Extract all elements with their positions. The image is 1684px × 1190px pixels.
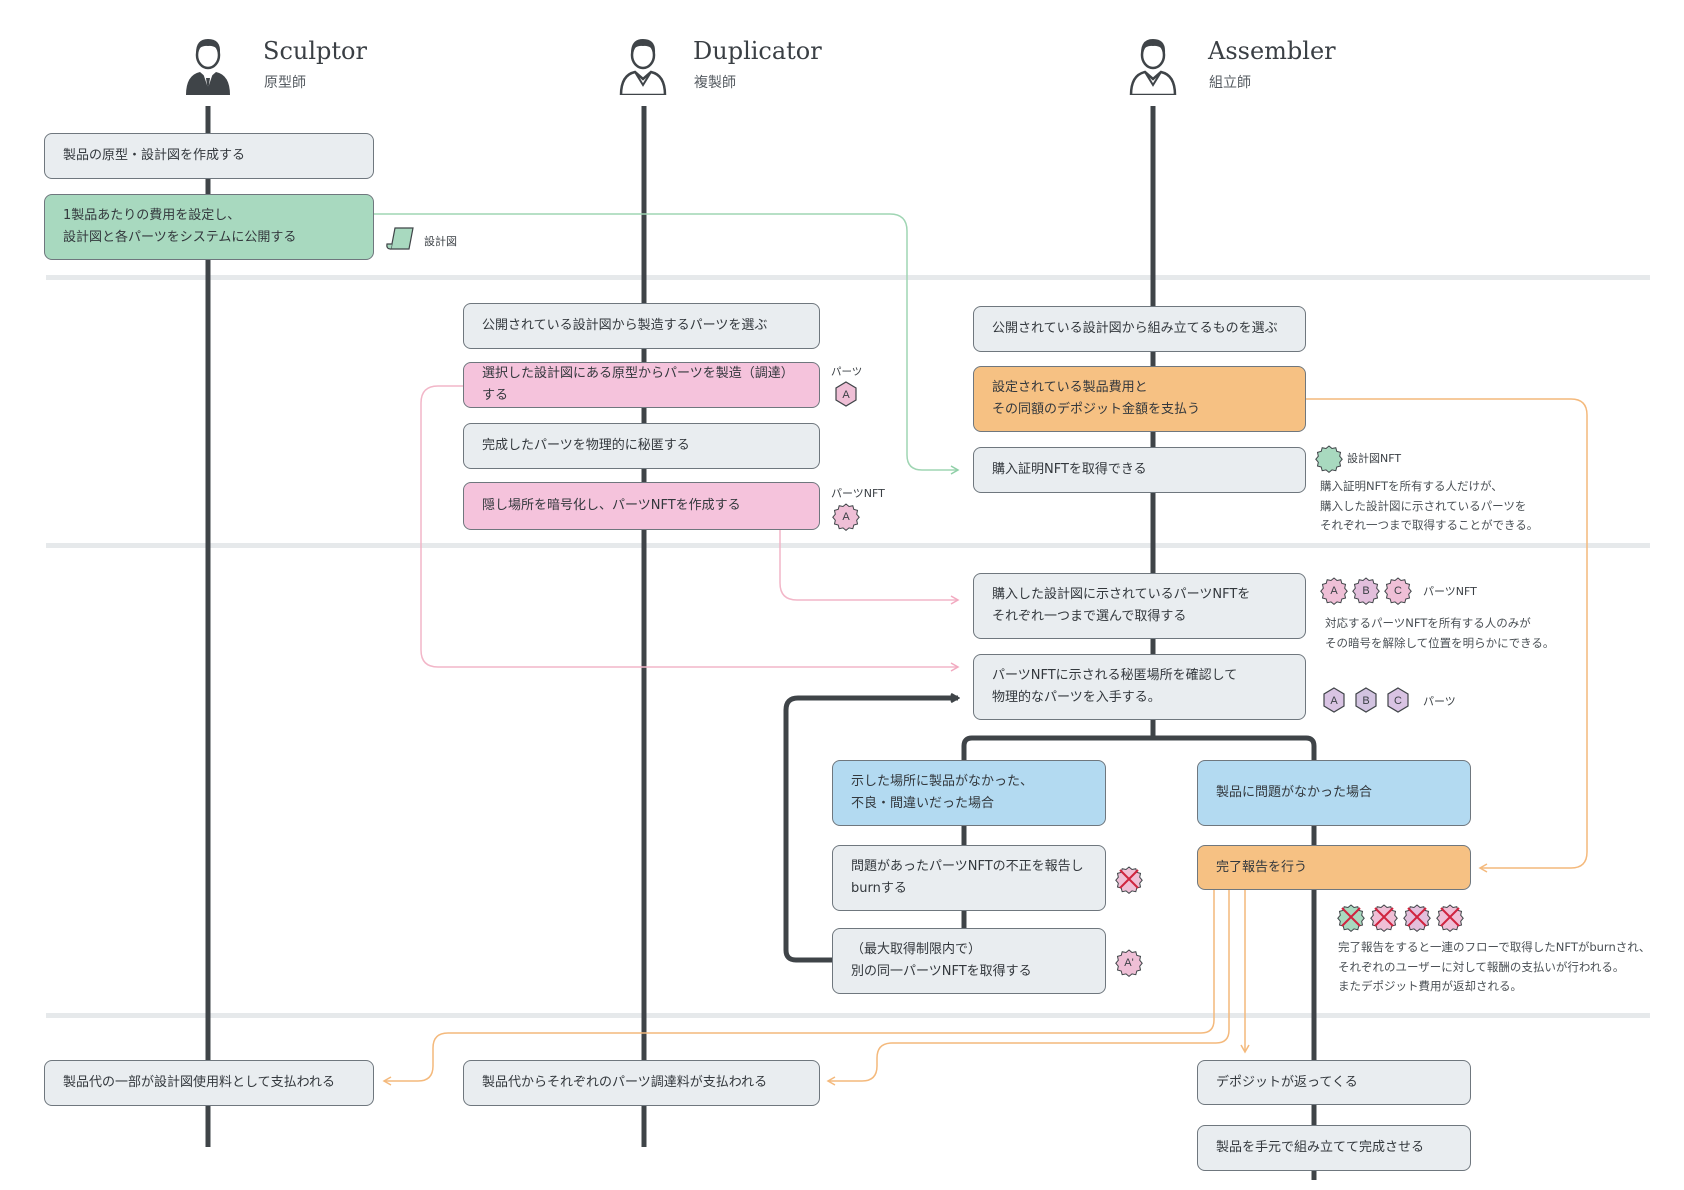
actor-sub-assembler: 組立師 <box>1209 75 1251 91</box>
step-choose-parts: 公開されている設計図から製造するパーツを選ぶ <box>463 303 820 349</box>
step-hide-parts: 完成したパーツを物理的に秘匿する <box>463 423 820 469</box>
note-parts-nft: 対応するパーツNFTを所有する人のみが その暗号を解除して位置を明らかにできる。 <box>1325 616 1555 650</box>
note-completion: 完了報告をすると一連のフローで取得したNFTがburnされ、 それぞれのユーザー… <box>1338 940 1651 993</box>
duplicator-avatar-icon <box>619 39 667 95</box>
assembler-avatar-icon <box>1129 39 1177 95</box>
step-get-parts-nft: 購入した設計図に示されているパーツNFTを それぞれ一つまで選んで取得する <box>973 573 1306 639</box>
step-manufacture-parts: 選択した設計図にある原型からパーツを製造（調達）する <box>463 362 820 408</box>
blueprint-flow-line <box>374 213 960 475</box>
step-choose-product: 公開されている設計図から組み立てるものを選ぶ <box>973 306 1306 352</box>
step-publish-blueprint: 1製品あたりの費用を設定し、 設計図と各パーツをシステムに公開する <box>44 194 374 260</box>
deposit-returned: デポジットが返ってくる <box>1197 1060 1471 1105</box>
step-complete-report: 完了報告を行う <box>1197 845 1471 890</box>
note-purchase-nft: 購入証明NFTを所有する人だけが、 購入した設計図に示されているパーツを それぞ… <box>1320 479 1539 532</box>
actor-name-assembler: Assembler <box>1208 37 1336 65</box>
payout-duplicator: 製品代からそれぞれのパーツ調達料が支払われる <box>463 1060 820 1106</box>
sculptor-avatar-icon <box>186 39 230 95</box>
duplicator-payout-line <box>826 890 1230 1086</box>
label-blueprint-nft: 設計図NFT <box>1347 452 1402 465</box>
case-no-problem: 製品に問題がなかった場合 <box>1197 760 1471 826</box>
assemble-product: 製品を手元で組み立てて完成させる <box>1197 1125 1471 1171</box>
actor-sub-duplicator: 複製師 <box>694 75 736 91</box>
branch-connector <box>961 735 1317 760</box>
actor-sub-sculptor: 原型師 <box>264 75 306 91</box>
deposit-flow-line <box>1306 398 1588 873</box>
step-pay-deposit: 設定されている製品費用と その同額のデポジット金額を支払う <box>973 366 1306 432</box>
step-get-physical-parts: パーツNFTに示される秘匿場所を確認して 物理的なパーツを入手する。 <box>973 654 1306 720</box>
step-reacquire-nft: （最大取得制限内で） 別の同一パーツNFTを取得する <box>832 928 1106 994</box>
step-report-burn: 問題があったパーツNFTの不正を報告し burnする <box>832 845 1106 911</box>
retry-loop-arrow <box>783 698 958 963</box>
label-parts-owned: パーツ <box>1423 695 1456 708</box>
case-problem: 示した場所に製品がなかった、 不良・間違いだった場合 <box>832 760 1106 826</box>
label-parts-nft-owned: パーツNFT <box>1423 585 1477 598</box>
parts-nft-flow-line <box>779 530 960 605</box>
physical-parts-flow-line <box>420 385 960 672</box>
payout-sculptor: 製品代の一部が設計図使用料として支払われる <box>44 1060 374 1106</box>
phase-separator <box>46 275 1650 280</box>
actor-name-sculptor: Sculptor <box>263 37 367 65</box>
sculptor-payout-line <box>382 890 1215 1086</box>
step-get-purchase-nft: 購入証明NFTを取得できる <box>973 447 1306 493</box>
label-parts: パーツ <box>831 366 863 378</box>
step-create-prototype: 製品の原型・設計図を作成する <box>44 133 374 179</box>
phase-separator <box>46 543 1650 548</box>
label-parts-nft: パーツNFT <box>831 487 885 500</box>
label-blueprint: 設計図 <box>424 235 457 248</box>
actor-name-duplicator: Duplicator <box>693 37 822 65</box>
step-create-parts-nft: 隠し場所を暗号化し、パーツNFTを作成する <box>463 482 820 530</box>
phase-separator <box>46 1013 1650 1018</box>
